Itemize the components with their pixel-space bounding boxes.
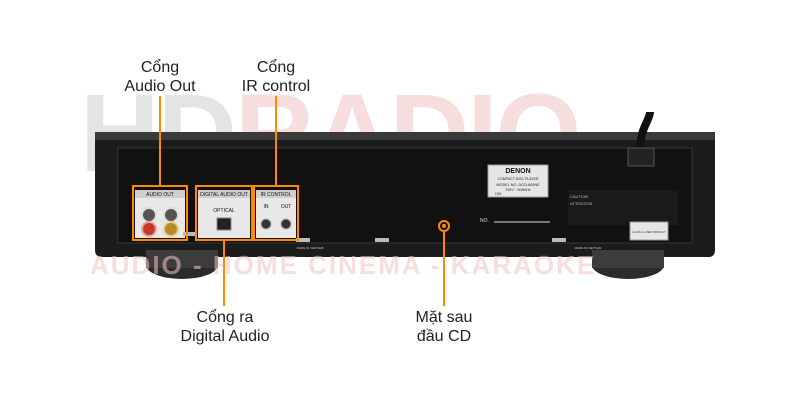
chassis-top-edge bbox=[95, 132, 715, 140]
callout-rear-panel: Mặt sau đầu CD bbox=[384, 308, 504, 346]
callout-ir-control-line1: Cổng bbox=[256, 59, 296, 76]
plate-watts: 12W bbox=[495, 192, 502, 196]
callout-audio-out-line1: Cổng bbox=[140, 59, 180, 76]
bottom-tab-4 bbox=[183, 232, 195, 236]
leader-ir-control bbox=[275, 96, 277, 186]
callout-ir-control: Cổng IR control bbox=[216, 58, 336, 96]
center-indicator bbox=[438, 220, 450, 232]
digital-out-header bbox=[198, 190, 250, 198]
audio-out-jack-right bbox=[163, 207, 179, 223]
plate-power: 230V ~ 50/60Hz bbox=[505, 188, 530, 192]
laser-label bbox=[629, 221, 669, 241]
bottom-tab-2 bbox=[375, 238, 389, 242]
laser-label-text: CLASS 1 LASER PRODUCT bbox=[632, 230, 666, 234]
center-screw bbox=[442, 224, 446, 228]
leader-rear-panel bbox=[443, 232, 445, 306]
audio-out-jack-left-white bbox=[141, 207, 157, 223]
label-ir-out: OUT bbox=[281, 204, 292, 210]
caution-text: CAUTION bbox=[570, 194, 588, 199]
highlight-ir-control bbox=[253, 185, 299, 241]
made-in-right: MADE IN VIETNAM bbox=[575, 246, 602, 250]
label-optical: OPTICAL bbox=[213, 208, 235, 214]
audio-out-jack-left-red bbox=[141, 221, 157, 237]
ir-out-jack bbox=[280, 218, 292, 230]
made-in-left: MADE IN VIETNAM bbox=[297, 246, 324, 250]
serial-label: NO. bbox=[480, 218, 489, 224]
power-inlet bbox=[627, 147, 655, 167]
right-foot-side bbox=[592, 250, 664, 268]
watermark-tagline: AUDIO - HOME CINEMA - KARAOKE bbox=[90, 250, 597, 280]
rating-plate bbox=[487, 164, 549, 198]
leader-digital-out bbox=[223, 240, 225, 306]
label-audio-out: AUDIO OUT bbox=[146, 192, 174, 198]
bottom-tab-1 bbox=[296, 238, 310, 242]
ir-control-header bbox=[256, 190, 296, 198]
ir-in-jack bbox=[260, 218, 272, 230]
optical-port bbox=[216, 217, 232, 231]
power-cord bbox=[636, 111, 654, 151]
callout-rear-panel-line2: đầu CD bbox=[416, 328, 472, 345]
spec-text-block bbox=[568, 190, 678, 225]
audio-out-header bbox=[135, 190, 185, 198]
callout-digital-audio: Cổng ra Digital Audio bbox=[158, 308, 292, 346]
callout-digital-audio-line1: Cổng ra bbox=[196, 309, 254, 326]
brand-denon: DENON bbox=[505, 168, 530, 175]
label-digital-out: DIGITAL AUDIO OUT bbox=[200, 192, 248, 198]
label-ir-in: IN bbox=[264, 204, 269, 210]
callout-audio-out-line2: Audio Out bbox=[124, 78, 196, 95]
plate-line1: COMPACT DISC PLAYER bbox=[497, 177, 539, 181]
plate-model: MODEL NO. DCD-600NE bbox=[496, 183, 540, 187]
leader-audio-out bbox=[159, 96, 161, 186]
label-ir-control: IR CONTROL bbox=[261, 192, 292, 198]
callout-digital-audio-line2: Digital Audio bbox=[180, 328, 270, 345]
callout-ir-control-line2: IR control bbox=[241, 78, 311, 95]
bottom-tab-3 bbox=[552, 238, 566, 242]
highlight-audio-out bbox=[132, 185, 188, 241]
callout-rear-panel-line1: Mặt sau bbox=[415, 309, 473, 326]
attention-text: ATTENTION bbox=[570, 201, 592, 206]
audio-out-jack-right-lower bbox=[163, 221, 179, 237]
left-foot-side bbox=[146, 250, 218, 268]
callout-audio-out: Cổng Audio Out bbox=[100, 58, 220, 96]
